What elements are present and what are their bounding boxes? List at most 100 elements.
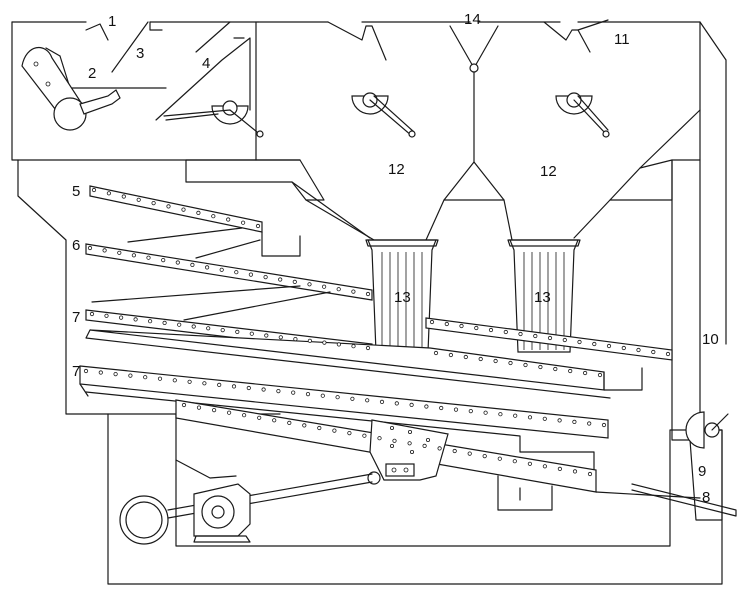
sieve-hole — [498, 412, 503, 417]
sieve-hole — [513, 413, 518, 418]
sieve-hole — [131, 253, 136, 258]
sieve-hole — [407, 441, 412, 446]
sieve-hole — [365, 291, 371, 297]
sieve-hole — [497, 456, 502, 461]
sieve-hole — [394, 401, 399, 406]
sieve-hole — [261, 387, 266, 392]
sieve-hole — [234, 270, 239, 275]
sieve-hole — [523, 362, 528, 368]
sieve-hole — [320, 393, 325, 398]
sieve-hole — [542, 416, 547, 421]
sieve-hole — [263, 274, 268, 280]
sieve-hole — [143, 375, 148, 380]
sieve-hole — [527, 461, 533, 466]
sieve-hole — [272, 418, 277, 423]
label-7-upper: 7 — [72, 309, 80, 326]
sieve-hole — [488, 327, 494, 333]
sieve-hole — [527, 415, 533, 420]
sieve-hole — [89, 311, 95, 317]
outlet-chute-8 — [631, 483, 737, 517]
sieve-hole — [587, 421, 592, 426]
sieve-hole — [482, 453, 487, 459]
label-9: 9 — [698, 463, 706, 480]
sieve-hole — [332, 428, 337, 433]
sieve-hole — [220, 327, 225, 333]
sieve-hole — [187, 379, 192, 384]
sieve-hole — [278, 335, 283, 340]
sieve-hole — [264, 333, 269, 338]
sieve-hole — [302, 423, 307, 428]
sieve-hole — [503, 329, 508, 335]
upper-chambers — [45, 19, 701, 241]
sieve-hole — [321, 284, 327, 289]
sieve-hole — [538, 364, 543, 370]
sieve-hole — [196, 405, 202, 410]
sieve-hole — [227, 410, 232, 415]
sieve-hole — [276, 388, 281, 394]
sieve-hole — [336, 287, 341, 292]
sieve-hole — [336, 342, 341, 347]
sieve-hole — [91, 187, 97, 193]
sieve-hole — [621, 345, 626, 351]
sieve-hole — [433, 350, 439, 356]
sieve-hole — [597, 372, 603, 378]
callout-labels: 1 2 3 4 5 6 7 7 8 9 10 11 12 12 13 13 14 — [72, 11, 719, 506]
drive-mechanism — [119, 419, 449, 545]
label-5: 5 — [72, 183, 80, 200]
sieve-hole — [307, 338, 312, 343]
sieve-hole — [151, 201, 156, 206]
sieve-hole — [212, 407, 217, 413]
sieve-hole — [665, 351, 671, 357]
sieve-hole — [305, 391, 311, 397]
drive-motor — [175, 459, 251, 543]
sieve-hole — [592, 341, 597, 347]
sieve-hole — [351, 344, 356, 349]
sieve-hole — [351, 289, 356, 294]
sieve-holes — [83, 187, 671, 477]
label-6: 6 — [72, 237, 80, 254]
sieve-hole — [409, 402, 414, 407]
sieve-hole — [87, 245, 93, 251]
base-insulation — [107, 413, 723, 585]
sieve-hole — [365, 398, 370, 403]
sieve-hole — [474, 325, 479, 331]
sieve-hole — [293, 336, 298, 342]
lever-mechanism — [21, 47, 121, 131]
sieve-hole — [211, 214, 216, 219]
sieve-hole — [636, 347, 641, 353]
sieve-hole — [459, 323, 464, 329]
sieve-hole — [582, 370, 588, 376]
sieve-hole — [483, 410, 488, 415]
flywheel — [119, 495, 169, 545]
left-top-insulation — [185, 159, 325, 201]
sieve-hole — [246, 385, 251, 391]
sieve-hole — [512, 459, 517, 464]
label-13-left: 13 — [394, 289, 411, 306]
sieve-hole — [206, 326, 211, 331]
sieve-hole — [157, 376, 163, 381]
sieve-hole — [557, 466, 563, 471]
right-wall-insulation — [671, 159, 723, 521]
sieve-hole — [278, 277, 283, 282]
sieve-hole — [317, 425, 322, 431]
sieve-hole — [468, 408, 473, 414]
sieve-hole — [322, 340, 327, 345]
sieve-hole — [392, 438, 397, 443]
sieve-hole — [172, 378, 177, 383]
valve-9 — [685, 411, 729, 449]
sieve-hole — [452, 448, 457, 454]
sieve-hole — [542, 464, 548, 469]
sieve-hole — [128, 373, 133, 378]
sieve-hole — [202, 381, 207, 386]
sieve-hole — [106, 191, 112, 196]
sieve-hole — [379, 399, 385, 404]
label-7-lower: 7 — [72, 363, 80, 380]
sieve-hole — [177, 322, 182, 327]
sieve-hole — [190, 262, 195, 267]
sieve-hole — [242, 413, 247, 418]
sieve-hole — [335, 395, 340, 400]
sieve-hole — [162, 320, 167, 325]
sieve-hole — [651, 349, 656, 355]
filter-13-right — [507, 239, 581, 353]
